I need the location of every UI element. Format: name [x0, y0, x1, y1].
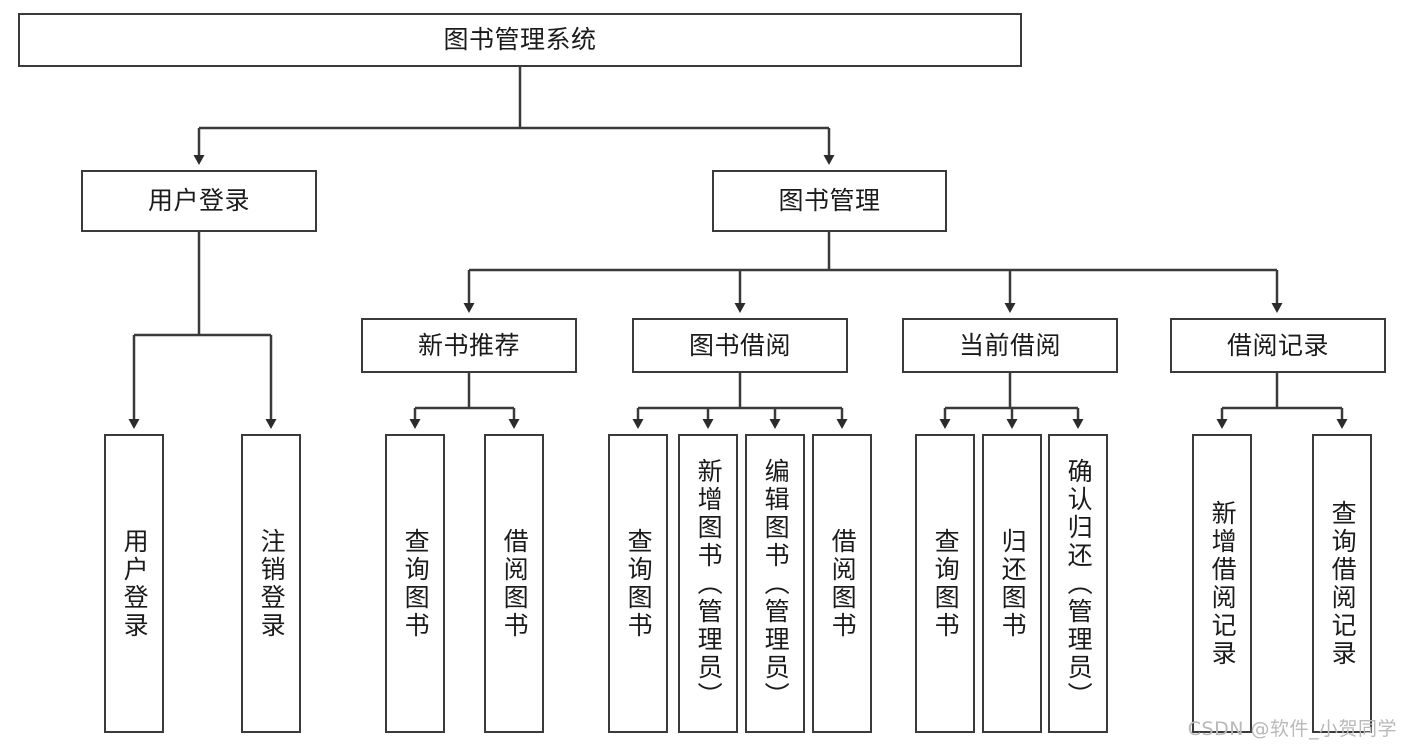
node-borrow-record-label: 借阅记录	[1226, 330, 1329, 360]
node-leaf-add-borrow-record-label: 新增借阅记录	[1208, 499, 1238, 668]
node-leaf-query-book-1[interactable]: 查询图书	[385, 434, 445, 733]
node-new-book-recommend[interactable]: 新书推荐	[361, 318, 577, 373]
node-leaf-query-book-2[interactable]: 查询图书	[608, 434, 668, 733]
node-leaf-user-login[interactable]: 用户登录	[104, 434, 164, 733]
node-leaf-add-book-label: 新增图书（管理员）	[694, 457, 724, 710]
node-book-borrow-label: 图书借阅	[688, 330, 791, 360]
node-leaf-borrow-book-2[interactable]: 借阅图书	[812, 434, 872, 733]
node-leaf-user-logout-label: 注销登录	[257, 527, 287, 640]
node-leaf-add-book[interactable]: 新增图书（管理员）	[678, 434, 738, 733]
node-borrow-record[interactable]: 借阅记录	[1170, 318, 1386, 373]
node-leaf-edit-book[interactable]: 编辑图书（管理员）	[745, 434, 805, 733]
node-leaf-return-book[interactable]: 归还图书	[982, 434, 1042, 733]
node-leaf-confirm-return-label: 确认归还（管理员）	[1064, 457, 1094, 710]
node-leaf-add-borrow-record[interactable]: 新增借阅记录	[1192, 434, 1252, 733]
node-leaf-query-borrow-record[interactable]: 查询借阅记录	[1312, 434, 1372, 733]
node-leaf-query-borrow-record-label: 查询借阅记录	[1328, 499, 1358, 668]
node-leaf-return-book-label: 归还图书	[998, 527, 1028, 640]
node-leaf-query-book-2-label: 查询图书	[624, 527, 654, 640]
node-current-borrow[interactable]: 当前借阅	[902, 318, 1118, 373]
node-book-borrow[interactable]: 图书借阅	[632, 318, 848, 373]
node-root-label: 图书管理系统	[443, 25, 597, 54]
node-leaf-user-logout[interactable]: 注销登录	[241, 434, 301, 733]
node-leaf-borrow-book-2-label: 借阅图书	[828, 527, 858, 640]
node-leaf-confirm-return[interactable]: 确认归还（管理员）	[1048, 434, 1108, 733]
node-current-borrow-label: 当前借阅	[958, 330, 1061, 360]
node-leaf-query-book-3-label: 查询图书	[931, 527, 961, 640]
node-leaf-borrow-book-1[interactable]: 借阅图书	[484, 434, 544, 733]
node-new-book-recommend-label: 新书推荐	[417, 330, 520, 360]
watermark-text: CSDN @软件_小贺同学	[1187, 718, 1397, 740]
node-leaf-borrow-book-1-label: 借阅图书	[500, 527, 530, 640]
node-leaf-query-book-3[interactable]: 查询图书	[915, 434, 975, 733]
node-user-login[interactable]: 用户登录	[81, 170, 317, 232]
node-leaf-query-book-1-label: 查询图书	[401, 527, 431, 640]
node-book-manage-label: 图书管理	[778, 186, 881, 215]
node-leaf-edit-book-label: 编辑图书（管理员）	[761, 457, 791, 710]
node-root[interactable]: 图书管理系统	[18, 13, 1022, 67]
node-leaf-user-login-label: 用户登录	[120, 527, 150, 640]
node-book-manage[interactable]: 图书管理	[712, 170, 947, 232]
node-user-login-label: 用户登录	[147, 186, 250, 215]
